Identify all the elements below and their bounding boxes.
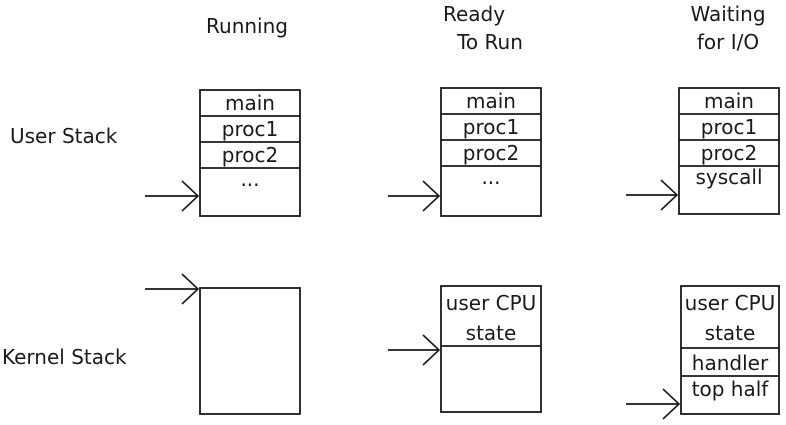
stack-pointer-arrow (626, 388, 681, 420)
row-label-user-stack: User Stack (10, 124, 118, 148)
waiting-kernel-stack-box (680, 285, 780, 415)
running-user-stack: main proc1 proc2 ... (145, 89, 301, 217)
stack-cell-main: main (704, 89, 754, 113)
stack-cell-syscall: syscall (695, 165, 762, 189)
header-running: Running (206, 14, 288, 38)
running-user-stack-box (199, 89, 301, 217)
stack-cell-handler: handler (692, 351, 769, 375)
stack-cell-main: main (466, 89, 516, 113)
stack-cell-user-cpu: user CPU (446, 291, 537, 315)
stack-cell-state: state (466, 321, 517, 345)
header-waiting-line2: for I/O (697, 30, 759, 54)
waiting-user-stack-box (678, 87, 780, 215)
stack-cell-proc2: proc2 (463, 141, 519, 165)
row-label-kernel-stack: Kernel Stack (2, 345, 127, 369)
waiting-user-stack: main proc1 proc2 syscall (626, 87, 780, 215)
stack-pointer-arrow (145, 273, 200, 305)
ready-user-stack: main proc1 proc2 ... (388, 87, 542, 217)
ready-kernel-stack: user CPU state (388, 285, 542, 413)
header-ready-line2: To Run (456, 30, 523, 54)
running-kernel-stack (145, 273, 301, 415)
stack-pointer-arrow (388, 334, 441, 366)
stack-cell-proc1: proc1 (222, 117, 278, 141)
stack-cell-proc2: proc2 (701, 141, 757, 165)
stack-pointer-arrow (388, 180, 441, 212)
header-waiting-line1: Waiting (690, 2, 765, 26)
header-ready-line1: Ready (443, 2, 505, 26)
stack-cell-ellipsis: ... (481, 165, 500, 189)
stack-pointer-arrow (626, 179, 679, 211)
stack-cell-proc1: proc1 (463, 115, 519, 139)
stack-cell-proc1: proc1 (701, 115, 757, 139)
stack-cell-user-cpu: user CPU (685, 291, 776, 315)
stack-cell-ellipsis: ... (240, 167, 259, 191)
ready-user-stack-box (440, 87, 542, 217)
running-kernel-stack-box (199, 287, 301, 415)
waiting-kernel-stack: user CPU state handler top half (626, 285, 780, 420)
stack-cell-main: main (225, 91, 275, 115)
stack-cell-state: state (705, 321, 756, 345)
stack-cell-top-half: top half (692, 377, 770, 401)
stack-pointer-arrow (145, 180, 200, 212)
stack-cell-proc2: proc2 (222, 143, 278, 167)
ready-kernel-stack-box (440, 285, 542, 413)
